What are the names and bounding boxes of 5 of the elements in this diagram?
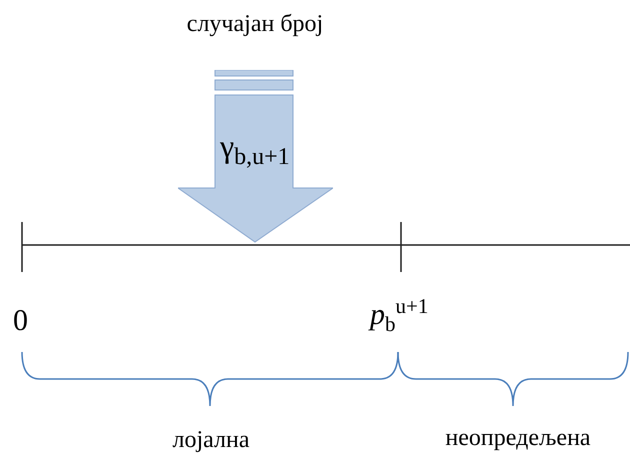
arrow-label: γ$_{b,u+1}$ [220, 130, 290, 170]
segment-label: лојална [172, 428, 250, 452]
axis-value: 0 [13, 306, 28, 336]
caption-text: случајан број [186, 12, 324, 36]
segment-label: неопредељена [445, 426, 591, 450]
